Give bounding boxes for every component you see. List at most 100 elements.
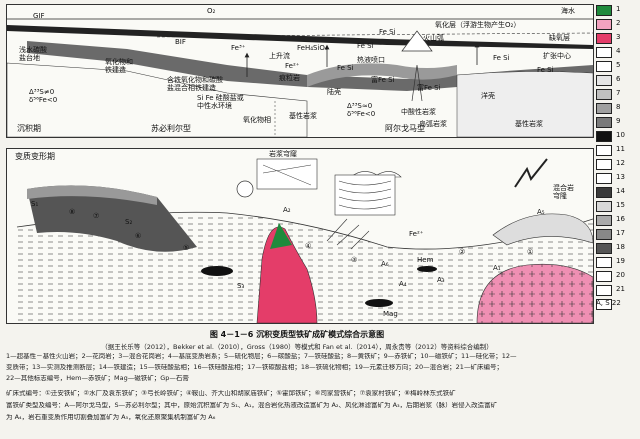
delta-mid-label: Δ³³S≈0 δ⁵⁶Fe<0 bbox=[347, 102, 376, 118]
legend-item-6: 6 bbox=[594, 74, 636, 88]
legend-number-21: 21 bbox=[616, 285, 625, 293]
legend-number-19: 19 bbox=[616, 257, 625, 265]
caption-source: （据王长乐等（2012），Bekker et al.（2010），Gross（1… bbox=[101, 343, 493, 351]
legend-number-3: 3 bbox=[616, 33, 621, 41]
legend-number-12: 12 bbox=[616, 159, 625, 167]
hem-label: Hem bbox=[417, 256, 434, 264]
fe3-label: Fe³⁺ bbox=[231, 44, 246, 52]
legend-item-15: 15 bbox=[594, 200, 636, 214]
circle-label-8: ⑧ bbox=[69, 208, 76, 216]
a4-label: A₄ bbox=[399, 280, 407, 288]
legend-item-3: 3 bbox=[594, 32, 636, 46]
legend-swatch-8 bbox=[596, 103, 612, 114]
a5-label: A₅ bbox=[537, 208, 545, 216]
delta-left-label: Δ³³S≠0 δ⁵⁶Fe<0 bbox=[29, 88, 58, 104]
legend-number-20: 20 bbox=[616, 271, 625, 279]
legend-item-19: 19 bbox=[594, 256, 636, 270]
caption-line-6: 为 A₄，岩石重变质作用切割叠加富矿为 A₅，氧化还原聚集机制富矿为 A₆ bbox=[6, 414, 216, 421]
fold-label: 岩浆穹窿 bbox=[269, 150, 297, 158]
legend-swatch-21 bbox=[596, 285, 612, 296]
volcano-island-label: 火山弧 bbox=[423, 34, 444, 42]
legend-number-16: 16 bbox=[616, 215, 625, 223]
ocean-crust-label: 洋壳 bbox=[481, 92, 495, 100]
circle-label-7: ⑦ bbox=[93, 212, 100, 220]
lower-panel-diagram bbox=[16, 158, 593, 323]
legend-swatch-20 bbox=[596, 271, 612, 282]
circle-label-2: ② bbox=[459, 248, 466, 256]
legend-number-18: 18 bbox=[616, 243, 625, 251]
legend-swatch-9 bbox=[596, 117, 612, 128]
legend-number-17: 17 bbox=[616, 229, 625, 237]
fe-si-a-label: Fe Si bbox=[357, 42, 374, 50]
legend-item-9: 9 bbox=[594, 116, 636, 130]
legend-number-11: 11 bbox=[616, 145, 625, 153]
legend-swatch-18 bbox=[596, 243, 612, 254]
legend-swatch-14 bbox=[596, 187, 612, 198]
legend-swatch-3 bbox=[596, 33, 612, 44]
legend-item-10: 10 bbox=[594, 130, 636, 144]
caption-title: 图 4－1－6 沉积变质型铁矿成矿模式综合示意图 bbox=[209, 330, 385, 339]
carbonate-silicate-label: 含铁氧化物和碳酸 盐混合相铁建造 bbox=[167, 76, 223, 92]
legend-swatch-12 bbox=[596, 159, 612, 170]
circle-label-3: ③ bbox=[351, 256, 358, 264]
basic-magma-right-label: 基性岩浆 bbox=[515, 120, 543, 128]
oxide-facies-label: 氧化物相 bbox=[243, 116, 271, 124]
legend-item-16: 16 bbox=[594, 214, 636, 228]
a6-label: A₆ bbox=[381, 260, 389, 268]
legend-item-18: 18 bbox=[594, 242, 636, 256]
legend-number-1: 1 bbox=[616, 5, 621, 13]
shallow-carbonate-label: 浅水碳酸 盐台地 bbox=[19, 46, 47, 62]
legend-swatch-17 bbox=[596, 229, 612, 240]
lower-panel: 变质变形期 岩浆穹窿 混合岩 穹隆 Fe²⁺ Mag Hem S₁ S₂ S₃ … bbox=[6, 148, 594, 324]
s1-label: S₁ bbox=[31, 200, 39, 208]
legend-number-6: 6 bbox=[616, 75, 621, 83]
superior-type-label: 苏必利尔型 bbox=[151, 124, 191, 133]
upper-panel: GIF O₂ 海水 氧化层（浮游生物产生O₂） 缺氧层 BIF Fe³⁺ FeH… bbox=[6, 4, 594, 138]
legend-number-13: 13 bbox=[616, 173, 625, 181]
bif-label: BIF bbox=[175, 38, 186, 46]
o2-label: O₂ bbox=[207, 7, 216, 15]
fe-si-c-label: Fe Si bbox=[337, 64, 354, 72]
a2-label: A₂ bbox=[283, 206, 291, 214]
legend-number-8: 8 bbox=[616, 103, 621, 111]
gif-label: GIF bbox=[33, 12, 45, 20]
caption-line-4: 矿床式编号：①迁安铁矿；②水厂及袁东铁矿；③弓长岭铁矿；④鞍山、齐大山和胡家庙铁… bbox=[6, 390, 456, 397]
legend-item-5: 5 bbox=[594, 60, 636, 74]
circle-label-6: ⑥ bbox=[135, 232, 142, 240]
caption-line-3: 22—其他标志编号，Hem—赤铁矿；Mag—磁铁矿；Gp—石膏 bbox=[6, 375, 189, 382]
legend-number-10: 10 bbox=[616, 131, 625, 139]
anoxic-layer-label: 缺氧层 bbox=[549, 34, 570, 42]
circle-label-4: ④ bbox=[305, 242, 312, 250]
sea-water-label: 海水 bbox=[561, 7, 575, 15]
basic-volcanic-label: 基性岩浆 bbox=[289, 112, 317, 120]
s3-label: S₃ bbox=[237, 282, 245, 290]
legend-item-22: A, S 22 bbox=[594, 298, 636, 312]
s2-label: S₂ bbox=[125, 218, 133, 226]
legend-number-15: 15 bbox=[616, 201, 625, 209]
legend-item-20: 20 bbox=[594, 270, 636, 284]
legend-item-1: 1 bbox=[594, 4, 636, 18]
upwelling-label: 上升流 bbox=[269, 52, 290, 60]
legend-number-14: 14 bbox=[616, 187, 625, 195]
legend-swatch-22 bbox=[596, 299, 612, 310]
arc-crust-label: 岛弧岩浆 bbox=[419, 120, 447, 128]
oxide-carbonate-label: 氧化物和 铁建造 bbox=[105, 58, 133, 74]
algoma-type-label: 阿尔戈马型 bbox=[385, 124, 425, 133]
fe2-lower-label: Fe²⁺ bbox=[409, 230, 424, 238]
sediment-period-label: 沉积期 bbox=[17, 124, 41, 133]
legend-swatch-15 bbox=[596, 201, 612, 212]
legend-item-11: 11 bbox=[594, 144, 636, 158]
mag-label: Mag bbox=[383, 310, 398, 318]
rich-fe-si-label: 富Fe Si bbox=[371, 76, 395, 84]
rich-fe-si2-label: 富Fe Si bbox=[417, 84, 441, 92]
legend-item-7: 7 bbox=[594, 88, 636, 102]
legend-item-21: 21 bbox=[594, 284, 636, 298]
legend-item-13: 13 bbox=[594, 172, 636, 186]
expand-center-label: 扩张中心 bbox=[543, 52, 571, 60]
legend-number-2: 2 bbox=[616, 19, 621, 27]
a1-label: A₁ bbox=[493, 264, 501, 272]
legend-number-9: 9 bbox=[616, 117, 621, 125]
fe-h4sio4-label: FeH₄SiO₄ bbox=[297, 44, 328, 52]
legend-item-17: 17 bbox=[594, 228, 636, 242]
legend-swatch-6 bbox=[596, 75, 612, 86]
